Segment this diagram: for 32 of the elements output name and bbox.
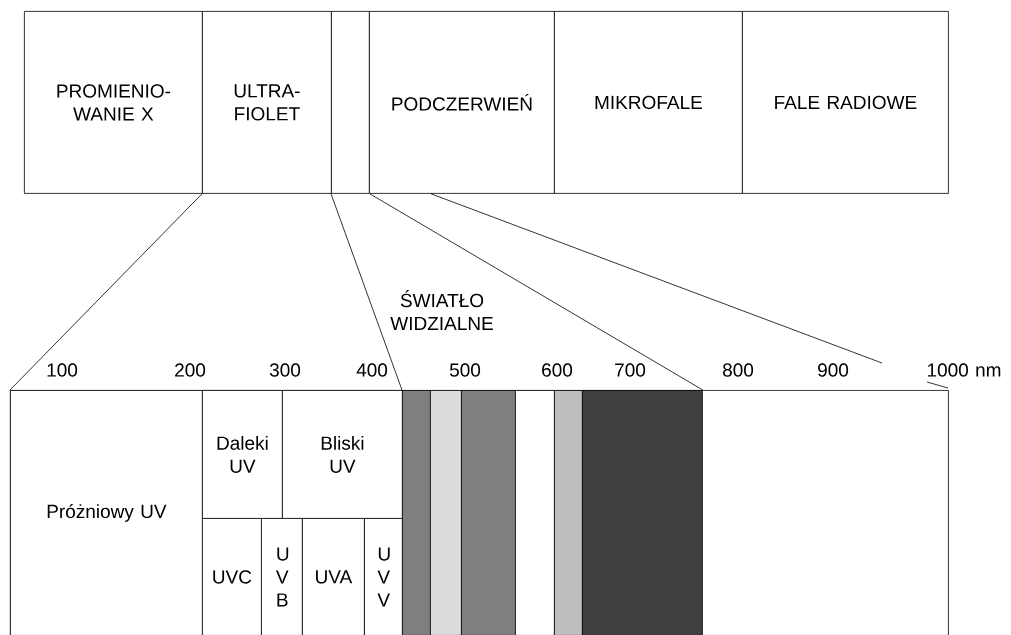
scale-label: 1000 nm: [927, 363, 1001, 377]
scale-label: 100: [47, 363, 78, 377]
color-band: [515, 390, 555, 635]
range-cell: Daleki UV: [202, 390, 283, 519]
color-band: [430, 390, 462, 635]
band-box: [331, 11, 370, 194]
color-band: [402, 390, 431, 635]
scale-label: 300: [269, 363, 301, 377]
color-band: [582, 390, 703, 635]
range-cell: UVA: [302, 518, 365, 635]
scale-label: 200: [175, 363, 206, 377]
color-band: [461, 390, 516, 635]
scale-label: 600: [542, 363, 573, 377]
band-box: PROMIENIO- WANIE X: [24, 11, 203, 194]
scale-label: 700: [615, 363, 646, 377]
scale-label: 900: [818, 363, 849, 377]
band-label: ŚWIATŁO WIDZIALNE: [390, 290, 493, 331]
scale-label: 800: [723, 363, 754, 377]
node-label: UVA: [316, 570, 353, 584]
scale-label: 400: [356, 363, 388, 377]
zoom-line: [430, 193, 883, 364]
color-band: [554, 390, 583, 635]
zoom-line: [330, 193, 403, 391]
zoom-line: [369, 193, 704, 391]
range-cell: U V B: [261, 518, 303, 635]
scale-label: 500: [449, 363, 481, 377]
band-box: FALE RADIOWE: [742, 11, 949, 194]
zoom-line: [9, 193, 203, 391]
node-label: U V V: [377, 547, 390, 607]
band-box: MIKROFALE: [554, 11, 743, 194]
range-cell: UVC: [202, 518, 262, 635]
range-cell: U V V: [364, 518, 403, 635]
